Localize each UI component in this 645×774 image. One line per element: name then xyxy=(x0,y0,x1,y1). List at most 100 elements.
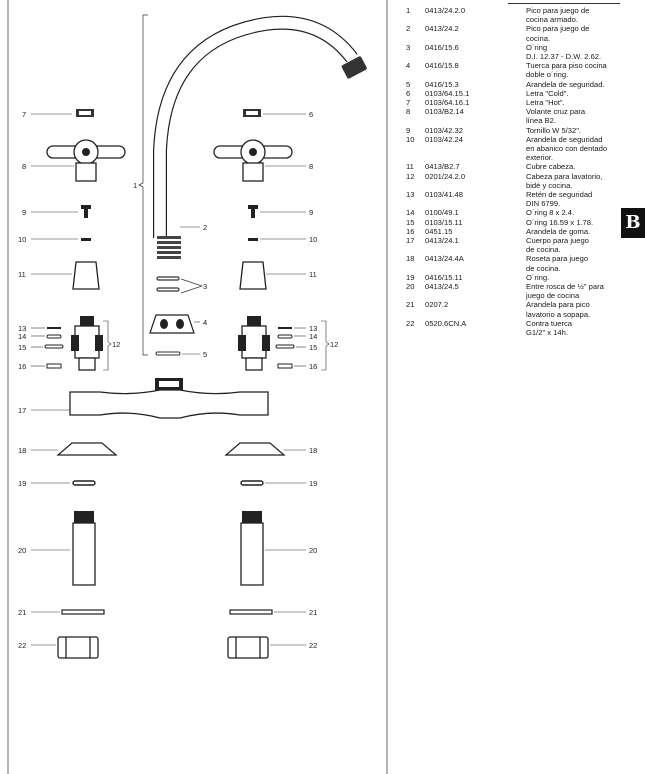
label-21-left: 21 xyxy=(18,608,26,617)
part-code: 0103/41.48 xyxy=(425,190,464,199)
part-code: 0413/24.4A xyxy=(425,254,464,264)
part-code: 0103/64.15.1 xyxy=(425,88,470,98)
label-15-right: 15 xyxy=(309,343,317,352)
part-description-line: Contra tuerca xyxy=(526,318,573,328)
part-number: 5 xyxy=(406,79,411,89)
part-description-line: cocina. xyxy=(526,33,551,43)
part-number: 10 xyxy=(406,134,415,144)
left-valve-stack xyxy=(44,109,126,371)
part-description-line: O´ring xyxy=(526,42,548,52)
label-16-right: 16 xyxy=(309,362,317,371)
part-number: 18 xyxy=(406,254,415,264)
part-description-line: Pico para juego de xyxy=(526,24,590,34)
right-valve-stack xyxy=(213,109,295,371)
label-3: 3 xyxy=(203,282,207,291)
oring-left-19 xyxy=(72,480,96,486)
parts-row: 6 0103/64.15.1 Letra "Cold". xyxy=(400,89,622,98)
part-description-line: Arandela de seguridad xyxy=(526,134,603,144)
part-code: 0207.2 xyxy=(425,300,449,310)
part-number: 11 xyxy=(406,162,414,172)
part-code: 0416/15.6 xyxy=(425,42,459,52)
nut-part4 xyxy=(149,314,195,334)
label-20-right: 20 xyxy=(309,546,317,555)
part-code: 0103/B2.14 xyxy=(425,107,464,117)
part-description-line: Letra "Hot". xyxy=(526,98,565,107)
part-number: 15 xyxy=(406,217,415,227)
part-description: O´ring. xyxy=(526,273,626,282)
entre-rosca-right xyxy=(240,511,264,586)
label-1: 1 xyxy=(133,181,137,190)
part-number: 13 xyxy=(406,190,415,199)
part-number: 1 xyxy=(406,6,411,15)
part-description-line: Tuerca para piso cocina xyxy=(526,61,607,71)
label-19-right: 19 xyxy=(309,479,317,488)
locknut-left xyxy=(57,636,99,659)
part-description-line: Arandela de goma. xyxy=(526,226,591,236)
part-description-line: Volante cruz para xyxy=(526,107,586,117)
part-description-line: lavatorio a sopapa. xyxy=(526,309,591,319)
label-6: 6 xyxy=(309,110,313,119)
part-number: 9 xyxy=(406,125,411,135)
part-description-line: G1/2" x 14h. xyxy=(526,328,568,337)
part-description-line: Cuerpo para juego xyxy=(526,236,589,245)
entre-rosca-left xyxy=(72,511,96,586)
part-description-line: Tornillo W 5/32". xyxy=(526,125,582,135)
roseta-left xyxy=(56,442,118,456)
part-description-line: O´ring 16.59 x 1.78. xyxy=(526,217,594,227)
part-description-line: cocina armado. xyxy=(526,15,578,25)
part-description-line: Entre rosca de ½" para xyxy=(526,282,604,291)
faucet-body xyxy=(69,378,269,419)
part-description-line: exterior. xyxy=(526,153,554,163)
part-description-line: en abanico con dentado xyxy=(526,144,608,153)
part-description: Cabeza para lavatorio,bidé y cocina. xyxy=(526,172,626,190)
label-2: 2 xyxy=(203,223,207,232)
label-16-left: 16 xyxy=(18,362,26,371)
part-description-line: de cocina. xyxy=(526,263,561,273)
part-number: 7 xyxy=(406,98,411,107)
part-code: 0451.15 xyxy=(425,226,453,236)
part-number: 6 xyxy=(406,88,411,98)
label-12-right: 12 xyxy=(330,340,338,349)
oring-right-19 xyxy=(240,480,264,486)
washer-part5 xyxy=(155,351,181,356)
leader-lines xyxy=(31,113,330,646)
part-code: 0413/B2.7 xyxy=(425,162,460,172)
label-9-right: 9 xyxy=(309,208,313,217)
part-description-line: Cubre cabeza. xyxy=(526,162,576,172)
label-4: 4 xyxy=(203,318,207,327)
part-code: 0416/15.3 xyxy=(425,79,459,89)
part-number: 14 xyxy=(406,208,415,218)
callout-labels: 7 8 9 10 11 13 14 15 16 17 18 19 20 21 2… xyxy=(18,110,338,650)
part-description-line: Letra "Cold". xyxy=(526,88,569,98)
part-description-line: O´ring 8 x 2.4. xyxy=(526,208,575,218)
bracket-1 xyxy=(138,14,148,356)
part-code: 0413/24.5 xyxy=(425,282,459,291)
label-18-right: 18 xyxy=(309,446,317,455)
label-20-left: 20 xyxy=(18,546,26,555)
part-number: 4 xyxy=(406,61,411,71)
part-description-line: D.I. 12.37 - D.W. 2.62. xyxy=(526,52,602,61)
label-13-left: 13 xyxy=(18,324,26,333)
part-number: 19 xyxy=(406,272,415,282)
roseta-right xyxy=(224,442,286,456)
part-description: Letra "Cold". xyxy=(526,89,626,98)
part-number: 12 xyxy=(406,171,415,181)
